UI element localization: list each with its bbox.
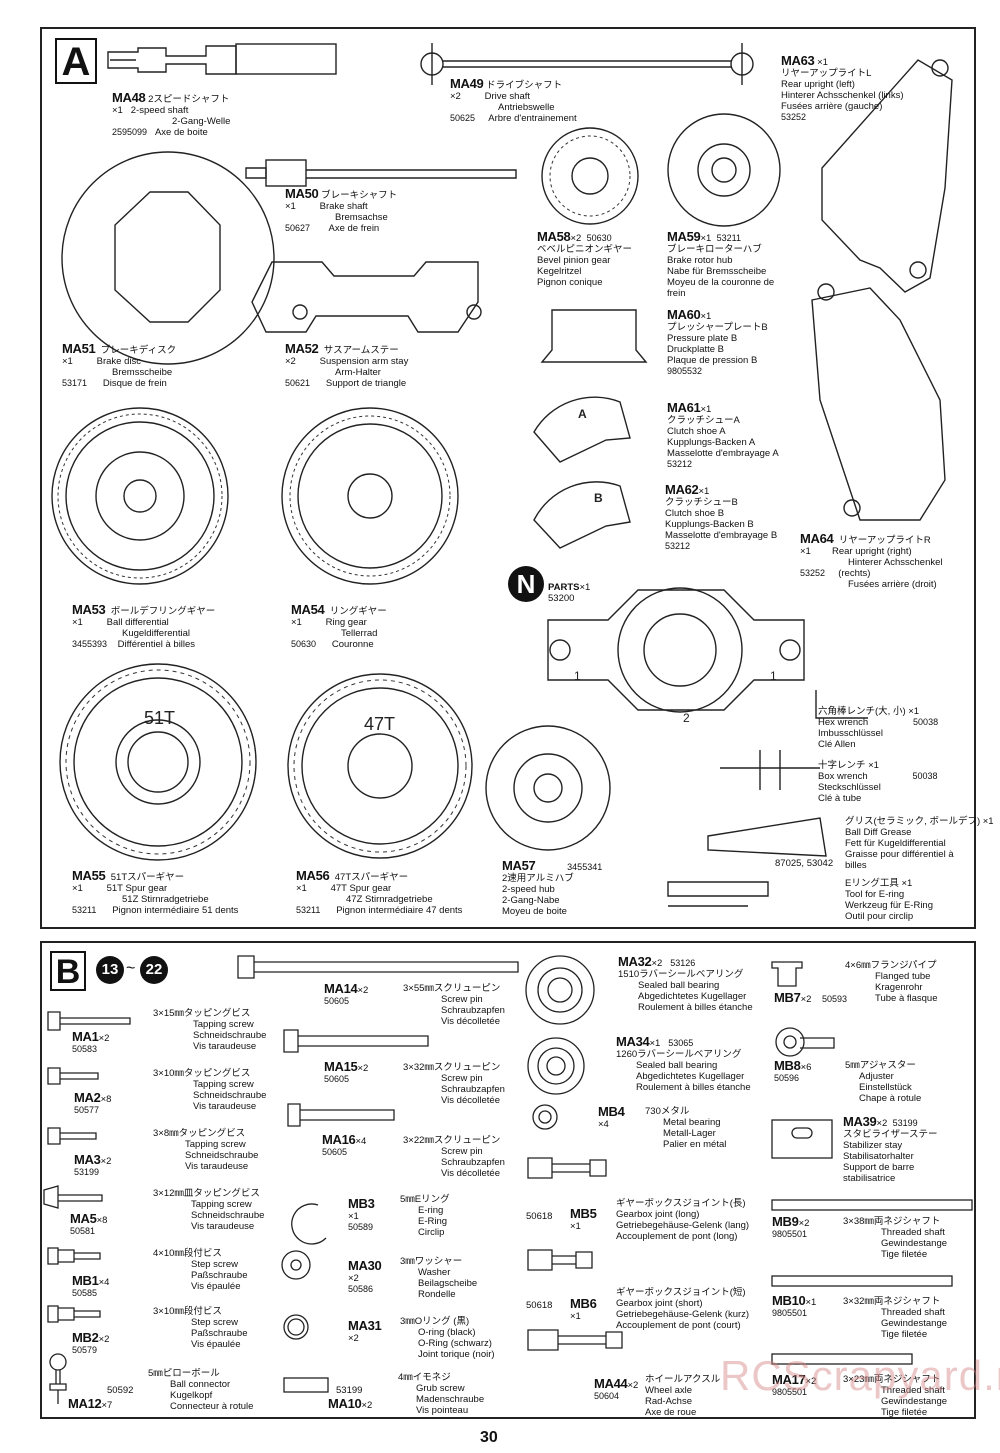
part-desc-ma1: 3×15㎜タッピングビス Tapping screw Schneidschrau… xyxy=(153,1008,267,1052)
part-desc-mb3: 5㎜Eリング E-ring E-Ring Circlip xyxy=(400,1194,450,1238)
part-label-ma15: MA15×2 50605 xyxy=(324,1059,369,1084)
part-label-ma17: MA17×2 9805501 xyxy=(772,1372,817,1397)
part-num-mb6: 50618 xyxy=(526,1300,553,1311)
tool-label-box-wrench: 十字レンチ ×1 Box wrench 50038 Steckschlüssel… xyxy=(818,760,938,804)
part-label-mb6: MB6 ×1 xyxy=(570,1296,597,1322)
part-label-ma31: MA31 ×2 xyxy=(348,1318,382,1344)
part-label-ma53: MA53 ボールデフリングギヤー ×1 Ball differential Ku… xyxy=(72,602,216,650)
part-desc-ma15: 3×32㎜スクリューピン Screw pin Schraubzapfen Vis… xyxy=(403,1062,505,1106)
part-label-ma64: MA64 リヤーアップライトR ×1 Rear upright (right) … xyxy=(800,531,943,590)
part-desc-ma3: 3×8㎜タッピングビス Tapping screw Schneidschraub… xyxy=(153,1128,259,1172)
part-label-ma50: MA50 ブレーキシャフト ×1 Brake shaft Bremsachse … xyxy=(285,186,398,234)
part-n-marker-2: 2 xyxy=(683,711,690,725)
part-label-ma61: MA61×1 クラッチシューA Clutch shoe A Kupplungs-… xyxy=(667,400,779,469)
section-a-frame xyxy=(40,27,976,929)
part-desc-mb10: 3×32㎜両ネジシャフト Threaded shaft Gewindestang… xyxy=(843,1296,948,1340)
step-to-badge: 22 xyxy=(140,956,168,984)
part-desc-ma14: 3×55㎜スクリューピン Screw pin Schraubzapfen Vis… xyxy=(403,983,505,1027)
part-label-ma48: MA48 2スピードシャフト ×1 2-speed shaft 2-Gang-W… xyxy=(112,90,231,138)
tool-label-hex-wrench: 六角棒レンチ(大, 小) ×1 Hex wrench 50038 Imbussc… xyxy=(818,706,939,750)
part-desc-mb8: 5㎜アジャスター Adjuster Einstellstück Chape à … xyxy=(845,1060,922,1104)
part-label-mb7: MB7×2 50593 xyxy=(774,990,847,1005)
part-label-ma32: MA32×2 53126 1510ラバーシールベアリング Sealed ball… xyxy=(618,954,753,1013)
part-label-ma55: MA55 51Tスパーギヤー ×1 51T Spur gear 51Z Stir… xyxy=(72,868,239,916)
part-label-ma16: MA16×4 50605 xyxy=(322,1132,367,1157)
part-label-ma1: MA1×2 50583 xyxy=(72,1029,110,1054)
gear-47t-label: 47T xyxy=(364,714,395,734)
part-desc-ma31: 3㎜Oリング (黒) O-ring (black) O-Ring (schwar… xyxy=(400,1316,495,1360)
part-desc-ma30: 3㎜ワッシャー Washer Beilagscheibe Rondelle xyxy=(400,1256,478,1300)
section-a-parts-artwork: 51T 47T A B 1 1 2 xyxy=(51,43,953,907)
part-desc-ma5: 3×12㎜皿タッピングビス Tapping screw Schneidschra… xyxy=(153,1188,265,1232)
part-desc-ma12: 5㎜ピローボール Ball connector Kugelkopf Connec… xyxy=(148,1368,254,1412)
part-label-mb10: MB10×1 9805501 xyxy=(772,1293,817,1318)
tool-grease-number: 87025, 53042 xyxy=(775,858,834,869)
part-label-ma54: MA54 リングギヤー ×1 Ring gear Tellerrad 50630… xyxy=(291,602,387,650)
part-label-ma58: MA58×2 50630 ベベルピニオンギヤー Bevel pinion gea… xyxy=(537,229,633,288)
part-num-ma12: 50592 xyxy=(107,1385,134,1396)
section-b-badge: B xyxy=(50,951,86,991)
tool-label-grease: グリス(セラミック, ボールデフ) ×1 Ball Diff Grease Fe… xyxy=(845,816,994,871)
part-label-ma44: MA44×2 50604 xyxy=(594,1376,639,1401)
part-desc-mb4: 730メタル Metal bearing Metall-Lager Palier… xyxy=(645,1106,727,1150)
part-label-ma10: MA10×2 xyxy=(328,1396,373,1411)
watermark: RCScrapyard.net xyxy=(720,1352,1000,1399)
part-label-ma12: MA12×7 xyxy=(68,1396,113,1411)
part-label-ma60: MA60×1 プレッシャープレートB Pressure plate B Druc… xyxy=(667,307,768,376)
part-label-mb1: MB1×4 50585 xyxy=(72,1273,110,1298)
step-range-separator: ~ xyxy=(126,960,136,977)
part-label-mb3: MB3 ×1 50589 xyxy=(348,1196,375,1232)
part-desc-ma10: 4㎜イモネジ Grub screw Madenschraube Vis poin… xyxy=(398,1372,485,1416)
part-label-mb2: MB2×2 50579 xyxy=(72,1330,110,1355)
part-label-ma52: MA52 サスアームステー ×2 Suspension arm stay Arm… xyxy=(285,341,409,389)
part-label-ma59: MA59×1 53211 ブレーキローターハブ Brake rotor hub … xyxy=(667,229,775,299)
part-label-ma39: MA39×2 53199 スタビライザーステー Stabilizer stay … xyxy=(843,1114,938,1184)
part-desc-mb7: 4×6㎜フランジパイプ Flanged tube Kragenrohr Tube… xyxy=(845,960,938,1004)
part-label-mb4: MB4 ×4 xyxy=(598,1104,625,1130)
section-b-frame xyxy=(40,941,976,1419)
part-label-ma3: MA3×2 53199 xyxy=(74,1152,112,1177)
part-desc-ma16: 3×22㎜スクリューピン Screw pin Schraubzapfen Vis… xyxy=(403,1135,505,1179)
clutch-a-mark: A xyxy=(578,407,587,421)
parts-n-badge: N xyxy=(508,566,544,602)
part-label-ma14: MA14×2 50605 xyxy=(324,981,369,1006)
parts-n-label: PARTS×1 53200 xyxy=(548,582,591,604)
part-label-ma30: MA30 ×2 50586 xyxy=(348,1258,382,1294)
part-desc-ma17: 3×23㎜両ネジシャフト Threaded shaft Gewindestang… xyxy=(843,1374,948,1418)
tool-label-ering: Eリング工具 ×1 Tool for E-ring Werkzeug für E… xyxy=(845,878,933,922)
part-desc-ma2: 3×10㎜タッピングビス Tapping screw Schneidschrau… xyxy=(153,1068,267,1112)
page-number: 30 xyxy=(480,1429,498,1446)
part-desc-mb9: 3×38㎜両ネジシャフト Threaded shaft Gewindestang… xyxy=(843,1216,948,1260)
part-label-ma51: MA51 ブレーキディスク ×1 Brake disc Bremsscheibe… xyxy=(62,341,177,389)
part-label-ma63: MA63 ×1 リヤーアップライトL Rear upright (left) H… xyxy=(781,53,904,122)
step-from-badge: 13 xyxy=(96,956,124,984)
part-label-ma34: MA34×1 53065 1260ラバーシールベアリング Sealed ball… xyxy=(616,1034,751,1093)
part-desc-ma44: ホイールアクスル Wheel axle Rad-Achse Axe de rou… xyxy=(645,1374,721,1418)
part-label-ma5: MA5×8 50581 xyxy=(70,1211,108,1236)
section-a-badge: A xyxy=(55,38,97,84)
part-n-marker-1a: 1 xyxy=(574,669,581,683)
part-num-ma10: 53199 xyxy=(336,1385,363,1396)
part-desc-mb1: 4×10㎜段付ビス Step screw Paßschraube Vis épa… xyxy=(153,1248,248,1292)
part-label-ma62: MA62×1 クラッチシューB Clutch shoe B Kupplungs-… xyxy=(665,482,778,551)
part-label-mb5: MB5 ×1 xyxy=(570,1206,597,1232)
part-label-ma57: MA57 3455341 2速用アルミハブ 2-speed hub 2-Gang… xyxy=(502,858,603,917)
part-desc-mb2: 3×10㎜段付ビス Step screw Paßschraube Vis épa… xyxy=(153,1306,248,1350)
part-num-mb5: 50618 xyxy=(526,1211,553,1222)
gear-51t-label: 51T xyxy=(144,708,175,728)
clutch-b-mark: B xyxy=(594,491,603,505)
part-label-ma56: MA56 47Tスパーギヤー ×1 47T Spur gear 47Z Stir… xyxy=(296,868,463,916)
part-label-ma2: MA2×8 50577 xyxy=(74,1090,112,1115)
part-label-ma49: MA49 ドライブシャフト ×2 Drive shaft Antriebswel… xyxy=(450,76,577,124)
part-desc-mb5: ギヤーボックスジョイント(長) Gearbox joint (long) Get… xyxy=(616,1198,750,1242)
part-label-mb9: MB9×2 9805501 xyxy=(772,1214,810,1239)
part-n-marker-1b: 1 xyxy=(770,669,777,683)
part-desc-mb6: ギヤーボックスジョイント(短) Gearbox joint (short) Ge… xyxy=(616,1287,750,1331)
part-label-mb8: MB8×6 50596 xyxy=(774,1058,812,1083)
